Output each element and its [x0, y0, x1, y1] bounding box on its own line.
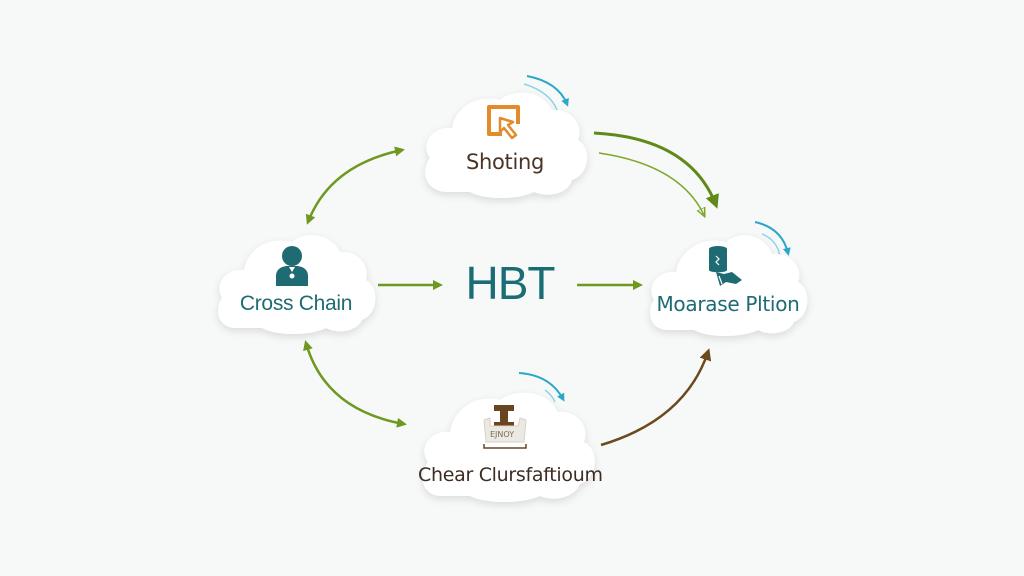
arrow-top-right-secondary — [598, 152, 704, 215]
arrow-left-bottom — [303, 340, 407, 428]
cloud-shape — [650, 235, 808, 336]
cursor-square-icon — [487, 105, 520, 140]
user-icon — [276, 246, 308, 286]
arrow-top-right-main — [593, 131, 719, 209]
box-stamp-icon: EJNOY — [483, 405, 527, 449]
arrow-bottom-right — [600, 348, 712, 447]
node-label: Shoting — [465, 150, 545, 174]
swoosh-top — [523, 75, 569, 111]
node-moarase-pltion[interactable]: Moarase Pltion — [646, 232, 810, 338]
node-cross-chain[interactable]: Cross Chain — [214, 232, 378, 336]
svg-text:EJNOY: EJNOY — [490, 430, 514, 439]
node-shoting[interactable]: Shoting — [418, 88, 592, 200]
arrow-left-top — [305, 146, 405, 225]
center-label-hbt[interactable]: HBT — [465, 257, 556, 309]
node-label: Cross Chain — [239, 292, 353, 315]
node-chear-clursfaftioum[interactable]: EJNOY Chear Clursfaftioum — [418, 388, 603, 504]
node-label: Chear Clursfaftioum — [418, 464, 603, 486]
node-label: Moarase Pltion — [656, 292, 800, 316]
swoosh-bottom — [518, 372, 565, 403]
swoosh-right — [754, 221, 791, 257]
cloud-shape — [425, 92, 588, 198]
database-hand-icon — [709, 246, 742, 286]
